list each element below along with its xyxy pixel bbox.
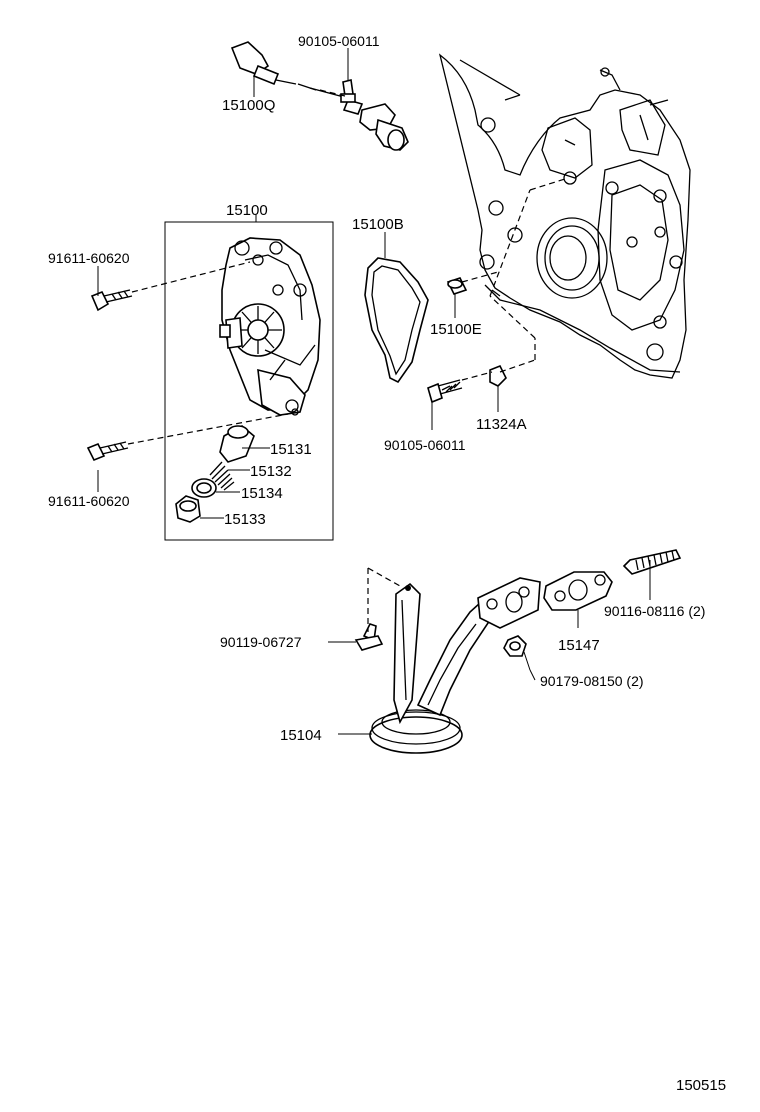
small-parts-drawing	[427, 277, 507, 404]
leader-lines	[97, 48, 651, 735]
label-91611-upper: 91611-60620	[48, 250, 130, 266]
engine-block-drawing	[438, 53, 691, 379]
label-15100Q: 15100Q	[222, 97, 275, 114]
label-11324A: 11324A	[476, 416, 527, 433]
label-15134: 15134	[241, 485, 283, 502]
label-15131: 15131	[270, 441, 312, 458]
gasket-drawing	[364, 257, 429, 384]
label-90105-top: 90105-06011	[298, 33, 380, 49]
label-15132: 15132	[250, 463, 292, 480]
label-15133: 15133	[224, 511, 266, 528]
figure-number: 150515	[676, 1077, 726, 1094]
label-15100E: 15100E	[430, 321, 482, 338]
label-15100: 15100	[226, 202, 268, 219]
label-90116: 90116-08116 (2)	[604, 603, 705, 619]
label-90179: 90179-08150 (2)	[540, 673, 644, 689]
label-91611-lower: 91611-60620	[48, 493, 130, 509]
bolts-drawing	[86, 289, 133, 462]
label-15104: 15104	[280, 727, 322, 744]
crank-sensor-drawing	[230, 41, 409, 151]
oil-pump-group-box	[164, 215, 334, 541]
label-90105-mid: 90105-06011	[384, 437, 466, 453]
label-15147: 15147	[558, 637, 600, 654]
oil-strainer-drawing	[354, 549, 682, 754]
label-15100B: 15100B	[352, 216, 404, 233]
label-90119: 90119-06727	[220, 634, 302, 650]
